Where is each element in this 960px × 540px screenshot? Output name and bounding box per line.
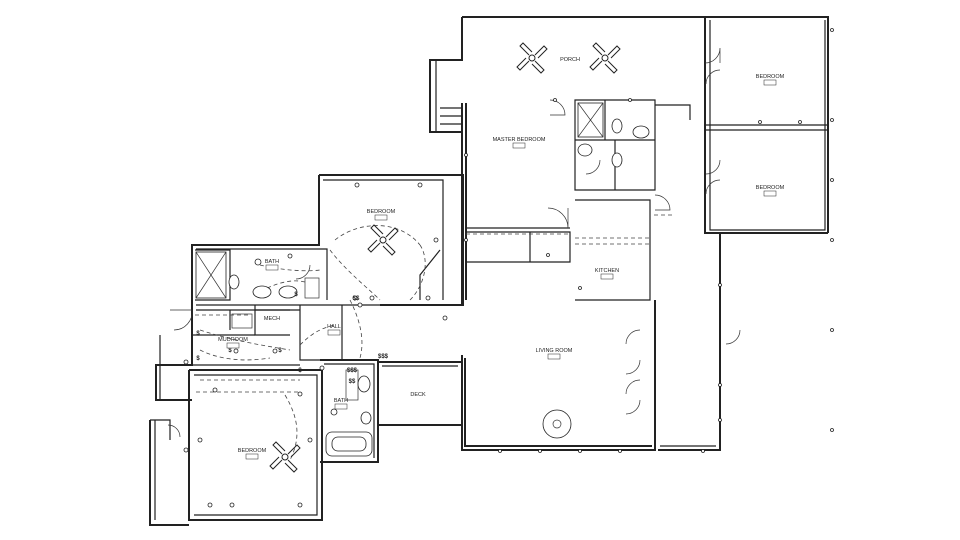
room-number-tag [512, 142, 526, 149]
room-number-tag [226, 342, 240, 349]
interior-walls [192, 99, 691, 366]
switch-symbol: $ [294, 292, 298, 298]
circuit-lines [195, 214, 672, 461]
room-label-mech: MECH [264, 316, 280, 322]
ceiling-fans [269, 42, 621, 473]
doors [167, 47, 741, 438]
switch-symbol: $ [278, 348, 282, 354]
switch-symbol: $ [298, 368, 302, 374]
room-label-living-room: LIVING ROOM [536, 348, 573, 354]
ceiling-fan-icon [589, 42, 621, 74]
room-label-kitchen: KITCHEN [595, 268, 619, 274]
switch-symbol: $ [196, 331, 200, 337]
switch-symbol: $ [228, 348, 232, 354]
switch-symbols: $$$ $$$ $$ $$ $ $ $ $ $ $ [196, 292, 388, 385]
room-label-bath: BATH [265, 259, 279, 265]
toilet-fixture [611, 118, 623, 134]
ceiling-fan-icon [367, 224, 399, 256]
switch-symbol: $$ [349, 379, 356, 385]
room-label-bath: BATH [334, 398, 348, 404]
room-number-tag [547, 353, 561, 360]
room-number-tag [245, 453, 259, 460]
room-label-mudroom: MUDROOM [218, 337, 248, 343]
sink-fixture [632, 125, 650, 139]
ceiling-fan-icon [269, 441, 301, 473]
room-number-tag [374, 214, 388, 221]
switch-symbol: $ [196, 356, 200, 362]
room-label-bedroom: BEDROOM [756, 185, 785, 191]
room-number-tag [763, 190, 777, 197]
room-labels: PORCH MASTER BEDROOM BEDROOM BEDROOM BED… [218, 57, 785, 460]
exterior-walls [149, 16, 829, 526]
room-label-bedroom: BEDROOM [367, 209, 396, 215]
room-number-tag [327, 329, 341, 336]
room-label-hall: HALL [327, 324, 341, 330]
round-table [542, 409, 572, 439]
room-label-bedroom: BEDROOM [238, 448, 267, 454]
room-number-tag [265, 264, 279, 271]
room-number-tag [763, 79, 777, 86]
room-label-deck: DECK [410, 392, 426, 398]
room-label-bedroom: BEDROOM [756, 74, 785, 80]
ceiling-fan-icon [516, 42, 548, 74]
switch-symbol: $$$ [347, 368, 358, 374]
switch-symbol: $$$ [378, 354, 389, 360]
light-fixtures [183, 28, 834, 508]
switch-symbol: $$ [353, 296, 360, 302]
room-label-master-bedroom: MASTER BEDROOM [493, 137, 546, 143]
plumbing-fixtures [195, 102, 650, 457]
room-number-tag [334, 403, 348, 410]
room-number-tag [600, 273, 614, 280]
room-label-porch: PORCH [560, 57, 580, 63]
